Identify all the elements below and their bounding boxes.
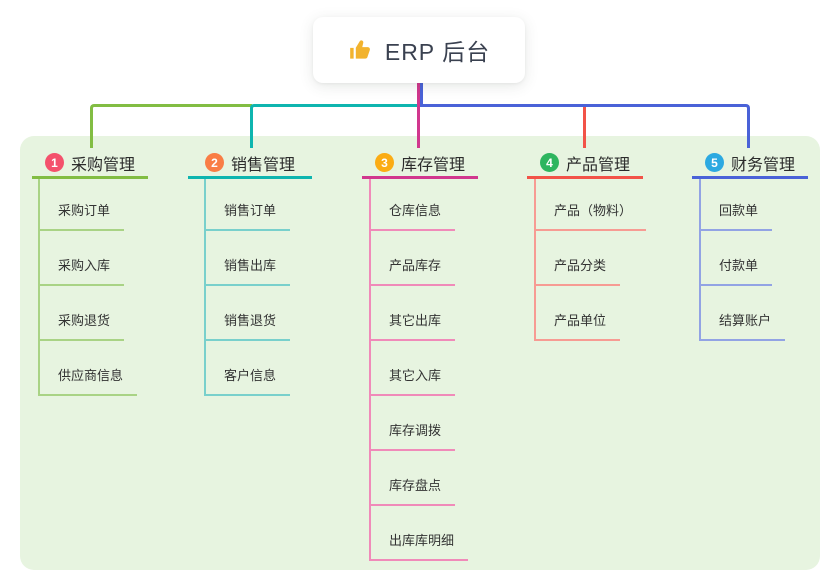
branch-node-label: 财务管理 — [730, 156, 795, 174]
branch-node-label: 销售管理 — [230, 156, 295, 174]
branch-node-3[interactable]: 3 库存管理 — [362, 149, 478, 179]
child-node[interactable]: 付款单 — [699, 255, 773, 286]
connector-branch-4 — [583, 104, 586, 148]
child-node[interactable]: 采购订单 — [38, 200, 125, 231]
child-node[interactable]: 仓库信息 — [369, 200, 456, 231]
branch-number-badge: 5 — [704, 153, 724, 172]
connector-branch-5 — [420, 104, 750, 148]
child-node[interactable]: 产品库存 — [369, 255, 456, 286]
branch-number-badge: 4 — [539, 153, 559, 172]
connector-root — [420, 83, 423, 107]
child-connector-line — [699, 179, 701, 341]
branch-node-label: 产品管理 — [565, 156, 630, 174]
child-connector-line — [38, 179, 40, 396]
branch-node-1[interactable]: 1 采购管理 — [32, 149, 148, 179]
child-node[interactable]: 采购退货 — [38, 310, 125, 341]
child-node[interactable]: 出库库明细 — [369, 530, 469, 561]
connector-branch-3 — [417, 83, 420, 148]
child-node[interactable]: 供应商信息 — [38, 365, 138, 396]
child-node[interactable]: 结算账户 — [699, 310, 786, 341]
child-node[interactable]: 销售出库 — [204, 255, 291, 286]
connector-branch-1 — [90, 104, 252, 148]
child-node[interactable]: 产品分类 — [534, 255, 621, 286]
child-node[interactable]: 客户信息 — [204, 365, 291, 396]
child-node[interactable]: 产品单位 — [534, 310, 621, 341]
branch-node-4[interactable]: 4 产品管理 — [527, 149, 643, 179]
branch-node-5[interactable]: 5 财务管理 — [692, 149, 808, 179]
child-node[interactable]: 销售订单 — [204, 200, 291, 231]
child-node[interactable]: 采购入库 — [38, 255, 125, 286]
branches-panel — [20, 136, 820, 570]
child-node[interactable]: 库存盘点 — [369, 475, 456, 506]
child-node[interactable]: 销售退货 — [204, 310, 291, 341]
branch-number-badge: 1 — [44, 153, 64, 172]
child-connector-line — [534, 179, 536, 341]
child-connector-line — [204, 179, 206, 396]
branch-node-label: 采购管理 — [70, 156, 135, 174]
child-node[interactable]: 其它出库 — [369, 310, 456, 341]
child-node[interactable]: 库存调拨 — [369, 420, 456, 451]
branch-number-badge: 2 — [204, 153, 224, 172]
child-node[interactable]: 产品（物料） — [534, 200, 647, 231]
root-node-label: ERP 后台 — [384, 39, 491, 65]
child-node[interactable]: 其它入库 — [369, 365, 456, 396]
thumbs-up-icon — [348, 37, 374, 63]
child-connector-line — [369, 179, 371, 561]
branch-node-2[interactable]: 2 销售管理 — [188, 149, 312, 179]
connector-branch-2 — [250, 104, 417, 148]
branch-node-label: 库存管理 — [400, 156, 465, 174]
root-node[interactable]: ERP 后台 — [313, 17, 525, 83]
child-node[interactable]: 回款单 — [699, 200, 773, 231]
branch-number-badge: 3 — [374, 153, 394, 172]
